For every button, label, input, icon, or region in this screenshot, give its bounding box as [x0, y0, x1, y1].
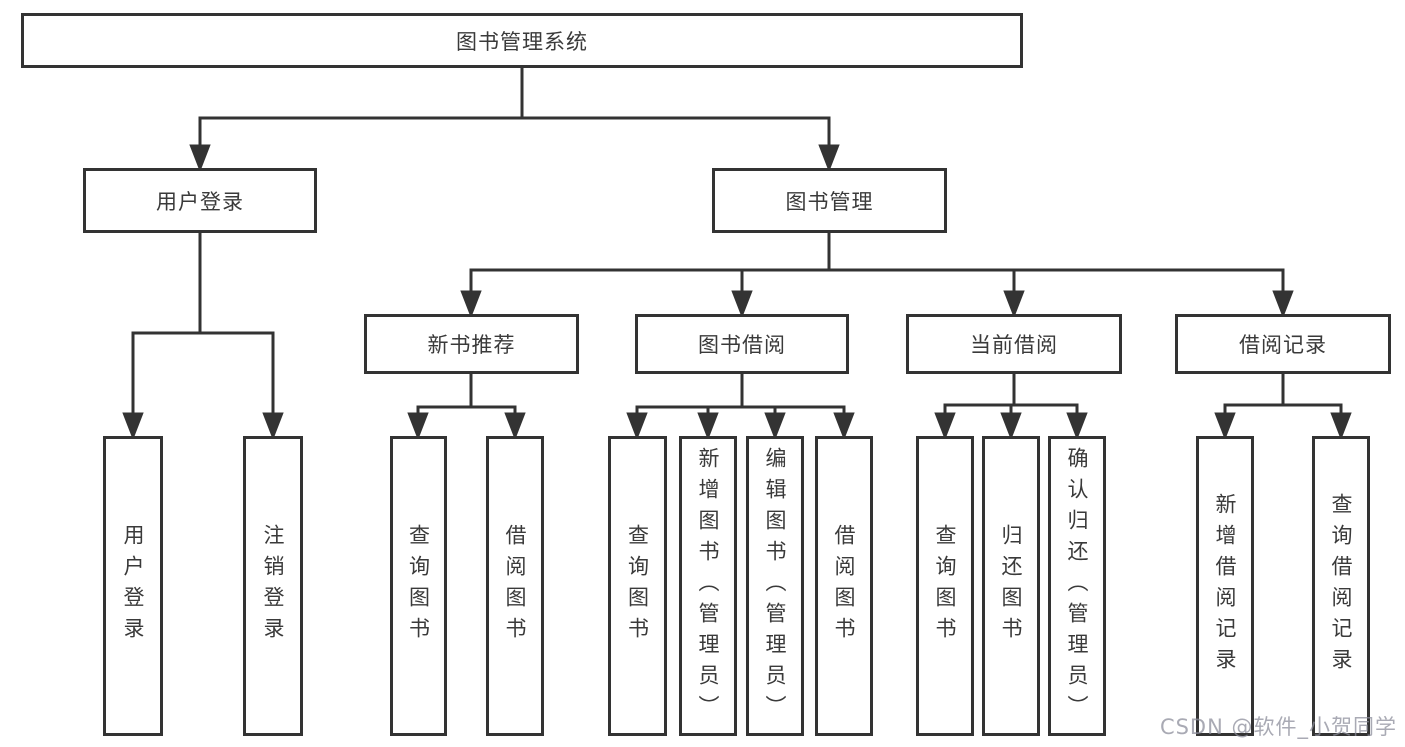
node-leaf-query-books-borrowing-label: 查询图书: [625, 524, 650, 648]
node-leaf-query-borrow-record-label: 查询借阅记录: [1329, 493, 1353, 679]
node-leaf-return-books-label: 归还图书: [999, 524, 1023, 648]
node-leaf-query-borrow-record: 查询借阅记录: [1312, 436, 1370, 736]
node-leaf-logout-label: 注销登录: [261, 524, 285, 648]
node-leaf-add-books-admin: 新增图书（管理员）: [679, 436, 737, 736]
node-library-system-label: 图书管理系统: [456, 29, 588, 54]
node-leaf-borrow-books-recommend-label: 借阅图书: [503, 524, 527, 648]
node-leaf-return-books: 归还图书: [982, 436, 1040, 736]
node-new-book-recommend-label: 新书推荐: [427, 333, 516, 357]
node-user-login: 用户登录: [83, 168, 317, 233]
node-leaf-user-login: 用户登录: [103, 436, 163, 736]
node-leaf-edit-books-admin-label: 编辑图书（管理员）: [763, 446, 787, 726]
node-book-management: 图书管理: [712, 168, 947, 233]
node-leaf-add-borrow-record-label: 新增借阅记录: [1213, 493, 1237, 679]
node-leaf-edit-books-admin: 编辑图书（管理员）: [746, 436, 804, 736]
node-book-management-label: 图书管理: [785, 189, 874, 214]
node-borrowing-records-label: 借阅记录: [1239, 333, 1327, 357]
node-user-login-label: 用户登录: [156, 189, 244, 214]
node-borrowing-records: 借阅记录: [1175, 314, 1391, 374]
node-leaf-borrow-books-label: 借阅图书: [832, 524, 856, 648]
node-current-borrowing-label: 当前借阅: [970, 333, 1058, 357]
node-leaf-borrow-books-recommend: 借阅图书: [486, 436, 544, 736]
node-leaf-confirm-return-admin-label: 确认归还（管理员）: [1065, 446, 1089, 726]
node-leaf-add-borrow-record: 新增借阅记录: [1196, 436, 1254, 736]
node-library-system: 图书管理系统: [21, 13, 1023, 68]
node-current-borrowing: 当前借阅: [906, 314, 1122, 374]
node-book-borrowing: 图书借阅: [635, 314, 849, 374]
node-leaf-logout: 注销登录: [243, 436, 303, 736]
node-leaf-query-books-current: 查询图书: [916, 436, 974, 736]
node-leaf-query-books-current-label: 查询图书: [933, 524, 957, 648]
node-leaf-borrow-books: 借阅图书: [815, 436, 873, 736]
node-leaf-query-books-borrowing: 查询图书: [608, 436, 667, 736]
node-leaf-user-login-label: 用户登录: [121, 524, 145, 648]
node-leaf-query-books-recommend-label: 查询图书: [406, 524, 431, 648]
node-leaf-add-books-admin-label: 新增图书（管理员）: [696, 446, 720, 726]
node-book-borrowing-label: 图书借阅: [698, 333, 786, 357]
node-new-book-recommend: 新书推荐: [364, 314, 579, 374]
watermark: CSDN @软件_小贺同学: [1159, 715, 1397, 739]
node-leaf-confirm-return-admin: 确认归还（管理员）: [1048, 436, 1106, 736]
node-leaf-query-books-recommend: 查询图书: [390, 436, 447, 736]
